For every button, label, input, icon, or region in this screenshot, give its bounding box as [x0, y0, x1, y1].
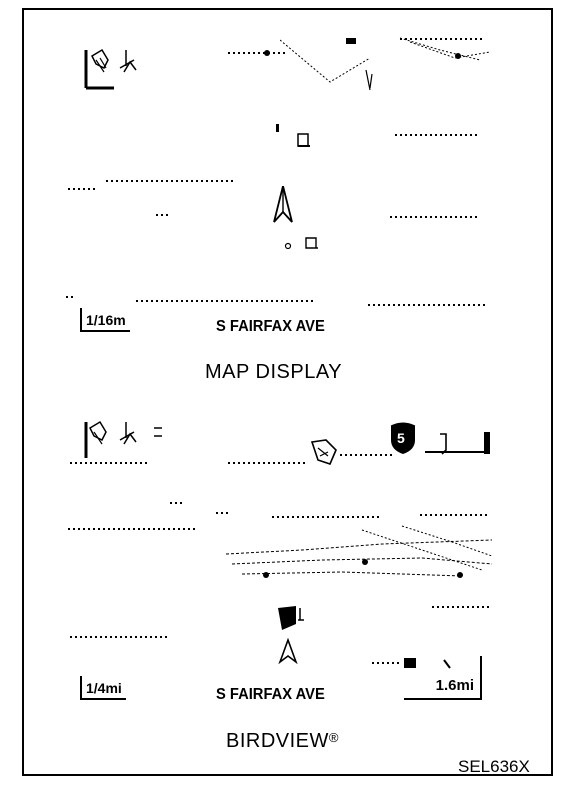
birdview-scale: 1/4mi: [80, 676, 126, 700]
compass-icon: [84, 420, 162, 458]
vehicle-icon: [278, 606, 304, 664]
road-lines: [280, 37, 491, 91]
birdview-caption-main: BIRDVIEW: [226, 730, 329, 752]
poi-icon: [310, 439, 337, 465]
birdview-distance: 1.6mi: [404, 656, 482, 700]
figure-frame: [22, 8, 553, 776]
north-arrow-icon: [273, 186, 293, 223]
figure-id: SEL636X: [458, 757, 530, 776]
birdview-caption: BIRDVIEW®: [226, 730, 339, 753]
birdview-road-grid: [225, 525, 493, 578]
map-street-name: S FAIRFAX AVE: [216, 318, 325, 335]
birdview-street-name: S FAIRFAX AVE: [216, 686, 325, 703]
registered-mark: ®: [328, 730, 339, 745]
freeway-shield-icon: [390, 422, 416, 454]
distance-value: 1.6mi: [435, 677, 474, 694]
route-shield-number: 5: [397, 430, 405, 446]
map-display-caption: MAP DISPLAY: [205, 361, 343, 383]
map-scale: 1/16m: [80, 308, 130, 332]
compass-icon: [84, 48, 137, 90]
